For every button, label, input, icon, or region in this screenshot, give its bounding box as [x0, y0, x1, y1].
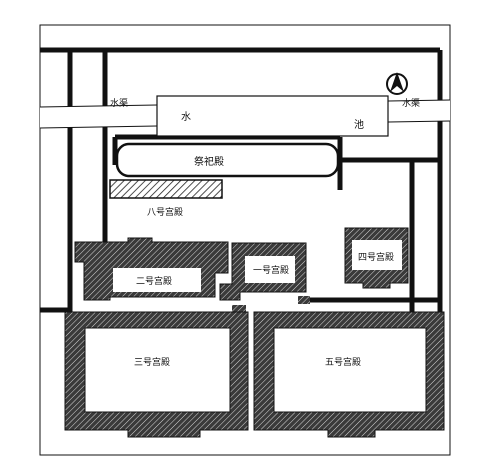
- label-pool-1: 水: [181, 111, 191, 123]
- palace-3: [64, 311, 249, 438]
- label-sacrifice-hall: 祭祀殿: [194, 155, 224, 168]
- palace-4-court: [352, 240, 402, 270]
- north-arrow-icon: [386, 72, 408, 95]
- label-canal-left: 水渠: [110, 97, 128, 109]
- label-canal-right: 水渠: [402, 97, 420, 109]
- palace-5: [253, 311, 445, 438]
- outer-frame: [39, 24, 451, 456]
- connector-block: [298, 296, 310, 304]
- label-pool-2: 池: [354, 118, 364, 131]
- label-palace-5: 五号宫殿: [325, 356, 361, 368]
- sacrifice-hall: [115, 142, 340, 178]
- pool: [156, 95, 389, 137]
- label-palace-8: 八号宫殿: [147, 206, 183, 218]
- label-palace-4: 四号宫殿: [358, 251, 394, 263]
- label-palace-1: 一号宫殿: [253, 264, 289, 276]
- label-palace-2: 二号宫殿: [136, 275, 172, 287]
- palace-2-court: [113, 268, 201, 292]
- palace-1-court: [245, 256, 295, 283]
- label-palace-3: 三号宫殿: [134, 356, 170, 368]
- palace-8: [109, 179, 223, 199]
